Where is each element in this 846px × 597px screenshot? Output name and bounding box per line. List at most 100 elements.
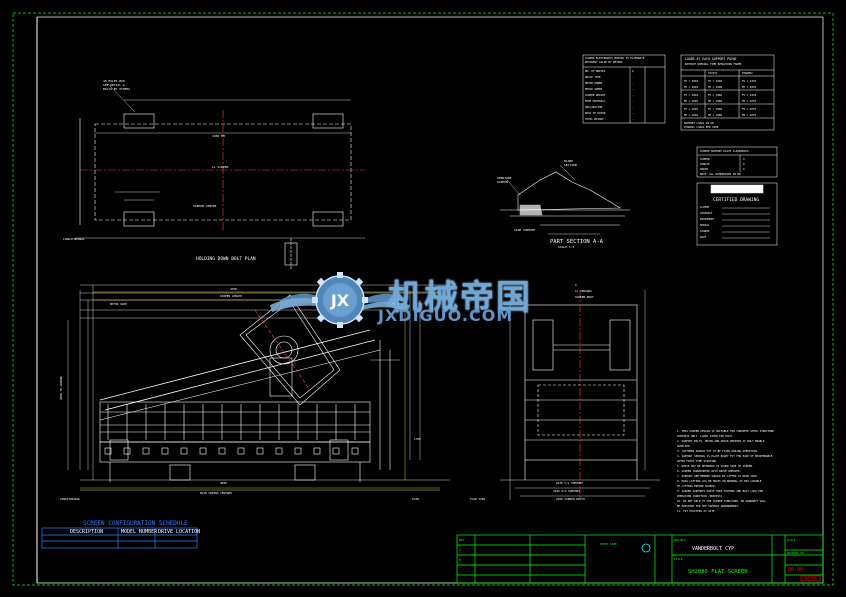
svg-text:LONGITUDINAL: LONGITUDINAL bbox=[60, 497, 81, 501]
svg-text:A: A bbox=[575, 283, 577, 287]
svg-text:SIGNED: SIGNED bbox=[700, 229, 710, 233]
watermark-cn-text: 机械帝国 bbox=[388, 278, 532, 318]
svg-text:10. DO NOT WELD TO THE SCREEN: 10. DO NOT WELD TO THE SCREEN STRUCTURE.… bbox=[677, 499, 766, 503]
unbalanced-weights-table bbox=[582, 54, 666, 124]
svg-text:BOLTS BY OTHERS: BOLTS BY OTHERS bbox=[103, 87, 130, 91]
svg-text:MAIN SPRING CENTRES: MAIN SPRING CENTRES bbox=[200, 491, 232, 495]
svg-text:FH = 1960: FH = 1960 bbox=[708, 113, 722, 117]
watermark-logo-icon bbox=[270, 272, 410, 328]
svg-text:FLOW VIEW: FLOW VIEW bbox=[470, 497, 485, 501]
svg-text:-: - bbox=[632, 94, 634, 97]
svg-text:2230 C/L SUPPORT: 2230 C/L SUPPORT bbox=[556, 481, 583, 485]
svg-text:MOTOR POWER: MOTOR POWER bbox=[585, 81, 603, 85]
svg-text:SCREEN LENGTH: SCREEN LENGTH bbox=[220, 294, 242, 298]
svg-text:SCREEN: SCREEN bbox=[700, 157, 710, 161]
bolt-detail bbox=[284, 238, 298, 270]
svg-text:BLANK: BLANK bbox=[564, 159, 573, 163]
certified-label: CERTIFIED DRAWING bbox=[713, 197, 759, 203]
deck-bolt bbox=[142, 447, 150, 455]
title-block-drawing-title: SH2080 FLAT SCREEN bbox=[688, 569, 748, 575]
svg-text:SCREEN: SCREEN bbox=[497, 180, 508, 184]
title-block bbox=[456, 534, 824, 584]
svg-text:5. DRIVE MAY BE REVERSED TO OT: 5. DRIVE MAY BE REVERSED TO OTHER SIDE O… bbox=[677, 464, 754, 468]
svg-text:9. SCREEN SUPPORTS DRIVE OVER: 9. SCREEN SUPPORTS DRIVE OVER FOOTING AN… bbox=[677, 489, 763, 493]
certified-box bbox=[696, 182, 778, 246]
svg-text:FV = 1940: FV = 1940 bbox=[708, 79, 722, 83]
schedule-col-drive: DRIVE LOCATION bbox=[158, 529, 201, 535]
deck-bolt bbox=[351, 447, 359, 455]
svg-text:DRIVE TYPE: DRIVE TYPE bbox=[585, 75, 601, 79]
svg-text:WIDTH: WIDTH bbox=[700, 167, 708, 171]
deck-bolt bbox=[180, 447, 188, 455]
svg-text:2420 O/A SUPPORT: 2420 O/A SUPPORT bbox=[553, 489, 580, 493]
deck-bolt bbox=[123, 447, 131, 455]
svg-text:-: - bbox=[632, 112, 634, 115]
svg-text:STATIC: STATIC bbox=[708, 71, 718, 75]
svg-text:FV = 2070: FV = 2070 bbox=[742, 107, 756, 111]
svg-text:MOTOR SIDE: MOTOR SIDE bbox=[110, 302, 127, 306]
svg-text:1700: 1700 bbox=[414, 437, 421, 441]
svg-text:NO. OF DRIVES: NO. OF DRIVES bbox=[585, 69, 606, 73]
svg-text:OF LIFTING ENTIRE SCREEN.: OF LIFTING ENTIRE SCREEN. bbox=[677, 484, 716, 488]
deck-bolt bbox=[294, 447, 302, 455]
deck-bolt bbox=[218, 447, 226, 455]
svg-text:SECTION: SECTION bbox=[564, 163, 577, 167]
hold-down-plan-label: HOLDING DOWN BOLT PLAN bbox=[196, 256, 256, 262]
svg-text:APERTURE: APERTURE bbox=[497, 176, 512, 180]
svg-text:MASS OF ROTOR: MASS OF ROTOR bbox=[585, 111, 606, 115]
svg-text:CL SCREEN: CL SCREEN bbox=[212, 165, 228, 169]
svg-text:DATE: DATE bbox=[700, 235, 707, 239]
svg-text:SEE DETAIL A: SEE DETAIL A bbox=[103, 83, 125, 87]
svg-text:-: - bbox=[632, 88, 634, 91]
svg-text:11. FIT EXCITERS AT SITE.: 11. FIT EXCITERS AT SITE. bbox=[677, 509, 716, 513]
watermark-en-text: JXDIGUO.COM bbox=[378, 306, 514, 325]
svg-text:8. MASS LIFTING LUG OR HOLES O: 8. MASS LIFTING LUG OR HOLES ON NOMINAL … bbox=[677, 479, 762, 483]
svg-text:SCALE: SCALE bbox=[787, 538, 796, 542]
svg-text:SCALE 1:5: SCALE 1:5 bbox=[558, 245, 574, 249]
svg-text:2: 2 bbox=[632, 69, 634, 73]
svg-text:00-00: 00-00 bbox=[788, 567, 803, 573]
svg-text:SUPPLIED.: SUPPLIED. bbox=[677, 444, 691, 448]
svg-text:EQUIPMENT: EQUIPMENT bbox=[700, 217, 714, 221]
svg-text:DYNAMIC LOADS PER SIDE: DYNAMIC LOADS PER SIDE bbox=[684, 125, 719, 129]
svg-text:FH = 1900: FH = 1900 bbox=[708, 85, 722, 89]
svg-text:SCREEN BODY: SCREEN BODY bbox=[575, 295, 594, 299]
notes: 1. THIS SCREEN DESIGN IS SUITABLE FOR CO… bbox=[677, 429, 774, 513]
svg-text:INCLINATION: INCLINATION bbox=[585, 105, 603, 109]
svg-text:NOTE: ALL DIMENSIONS IN MM: NOTE: ALL DIMENSIONS IN MM bbox=[700, 172, 741, 176]
svg-text:PROJECT: PROJECT bbox=[674, 538, 686, 542]
holddown-plate-table bbox=[696, 146, 778, 178]
deck-bolt bbox=[256, 447, 264, 455]
deck-bolt bbox=[199, 447, 207, 455]
svg-text:7. SUPPORT ARM MEMBER SHOULD B: 7. SUPPORT ARM MEMBER SHOULD BE LIFTED A… bbox=[677, 474, 758, 478]
svg-text:SUPPORT LOADS IN KN: SUPPORT LOADS IN KN bbox=[684, 121, 714, 125]
svg-text:LENGTH: LENGTH bbox=[700, 162, 710, 166]
schedule-table bbox=[41, 527, 198, 549]
svg-text:6. SCREEN TRANSPORTED WITH DRI: 6. SCREEN TRANSPORTED WITH DRIVE REMOVED… bbox=[677, 469, 741, 473]
svg-text:4700: 4700 bbox=[230, 287, 237, 291]
hold-down-plan bbox=[75, 83, 365, 239]
svg-text:FV = 2049: FV = 2049 bbox=[684, 93, 698, 97]
svg-text:SCREEN SUPPORT PLATE CLEARANCE: SCREEN SUPPORT PLATE CLEARANCES bbox=[700, 149, 749, 153]
svg-text:MOTOR SPEED: MOTOR SPEED bbox=[585, 87, 603, 91]
end-elevation bbox=[500, 290, 660, 500]
svg-text:2. SUPPORT BOLTS, MOTOR AND DR: 2. SUPPORT BOLTS, MOTOR AND DRIVE PRESEN… bbox=[677, 439, 765, 443]
svg-text:-: - bbox=[632, 106, 634, 109]
deck-ticks bbox=[104, 404, 359, 455]
svg-text:FH = 2049: FH = 2049 bbox=[684, 85, 698, 89]
svg-text:FLOW: FLOW bbox=[412, 497, 419, 501]
loads-table-title: LOADS AT EACH SUPPORT POINT bbox=[685, 57, 737, 61]
svg-text:DRAWING NO.: DRAWING NO. bbox=[787, 551, 806, 555]
svg-text:CL SPRINGS: CL SPRINGS bbox=[575, 289, 592, 293]
deck-bolt bbox=[237, 447, 245, 455]
svg-text:CONTRACT: CONTRACT bbox=[700, 211, 713, 215]
svg-text:FV = 2470: FV = 2470 bbox=[742, 79, 756, 83]
svg-text:-: - bbox=[632, 82, 634, 85]
svg-text:REV: REV bbox=[459, 538, 464, 542]
svg-text:4. SUPPORT SPRINGS IS PLACE RI: 4. SUPPORT SPRINGS IS PLACE RIGHT FIT FO… bbox=[677, 454, 773, 458]
deck-bolt bbox=[104, 447, 112, 455]
svg-text:AFTER FIRST TIME STARTING.: AFTER FIRST TIME STARTING. bbox=[677, 459, 718, 463]
svg-text:1960 MM: 1960 MM bbox=[212, 134, 225, 138]
part-section-label: PART SECTION A-A bbox=[550, 239, 604, 245]
svg-text:SIDE SUPPORT: SIDE SUPPORT bbox=[514, 228, 536, 232]
